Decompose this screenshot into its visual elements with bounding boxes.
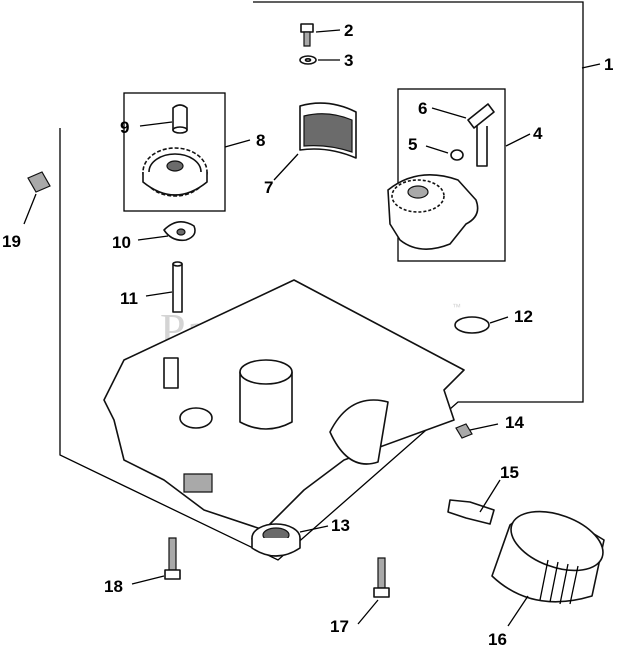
callout-4[interactable]: 4 xyxy=(533,124,543,143)
oil-pump-gear-box xyxy=(123,92,226,212)
thrust-washer-part[interactable] xyxy=(163,221,196,242)
bolt-part[interactable] xyxy=(300,23,314,47)
fitting-part[interactable] xyxy=(447,499,495,525)
o-ring-small-part[interactable] xyxy=(450,149,464,161)
callout-16[interactable]: 16 xyxy=(488,630,507,649)
callout-17[interactable]: 17 xyxy=(330,617,349,636)
callout-2[interactable]: 2 xyxy=(344,21,353,40)
closure-plate-part[interactable] xyxy=(103,279,465,531)
callout-12[interactable]: 12 xyxy=(514,307,533,326)
pin-part[interactable] xyxy=(172,104,188,134)
callout-3[interactable]: 3 xyxy=(344,51,353,70)
watermark-trademark: ™ xyxy=(452,302,461,312)
washer-part[interactable] xyxy=(299,55,317,65)
shaft-part[interactable] xyxy=(172,261,183,313)
callout-labels: 1 2 3 4 5 6 7 8 9 10 11 12 13 14 15 16 1… xyxy=(2,21,613,649)
callout-19[interactable]: 19 xyxy=(2,232,21,251)
callout-8[interactable]: 8 xyxy=(256,131,265,150)
oil-seal-part[interactable] xyxy=(251,523,301,557)
callout-6[interactable]: 6 xyxy=(418,99,427,118)
plug-part[interactable] xyxy=(27,171,51,193)
callout-9[interactable]: 9 xyxy=(120,118,129,137)
callout-18[interactable]: 18 xyxy=(104,577,123,596)
bearing-part[interactable] xyxy=(299,102,357,159)
bolt-short-part[interactable] xyxy=(164,537,181,580)
callout-7[interactable]: 7 xyxy=(264,178,273,197)
oil-pump-box xyxy=(397,88,506,262)
pickup-part[interactable] xyxy=(467,103,495,167)
callout-15[interactable]: 15 xyxy=(500,463,519,482)
o-ring-part[interactable] xyxy=(454,316,490,334)
callout-10[interactable]: 10 xyxy=(112,233,131,252)
drain-plug-part[interactable] xyxy=(455,423,473,439)
gear-part[interactable] xyxy=(142,147,208,197)
oil-filter-part[interactable] xyxy=(491,500,611,605)
bolt-long-part[interactable] xyxy=(373,557,390,598)
leader-lines xyxy=(23,29,601,627)
callout-5[interactable]: 5 xyxy=(408,135,417,154)
oil-pump-part[interactable] xyxy=(387,174,479,250)
callout-11[interactable]: 11 xyxy=(120,289,138,308)
assembly-outline xyxy=(59,1,584,561)
callout-14[interactable]: 14 xyxy=(505,413,524,432)
callout-1[interactable]: 1 xyxy=(604,55,613,74)
callout-13[interactable]: 13 xyxy=(331,516,350,535)
